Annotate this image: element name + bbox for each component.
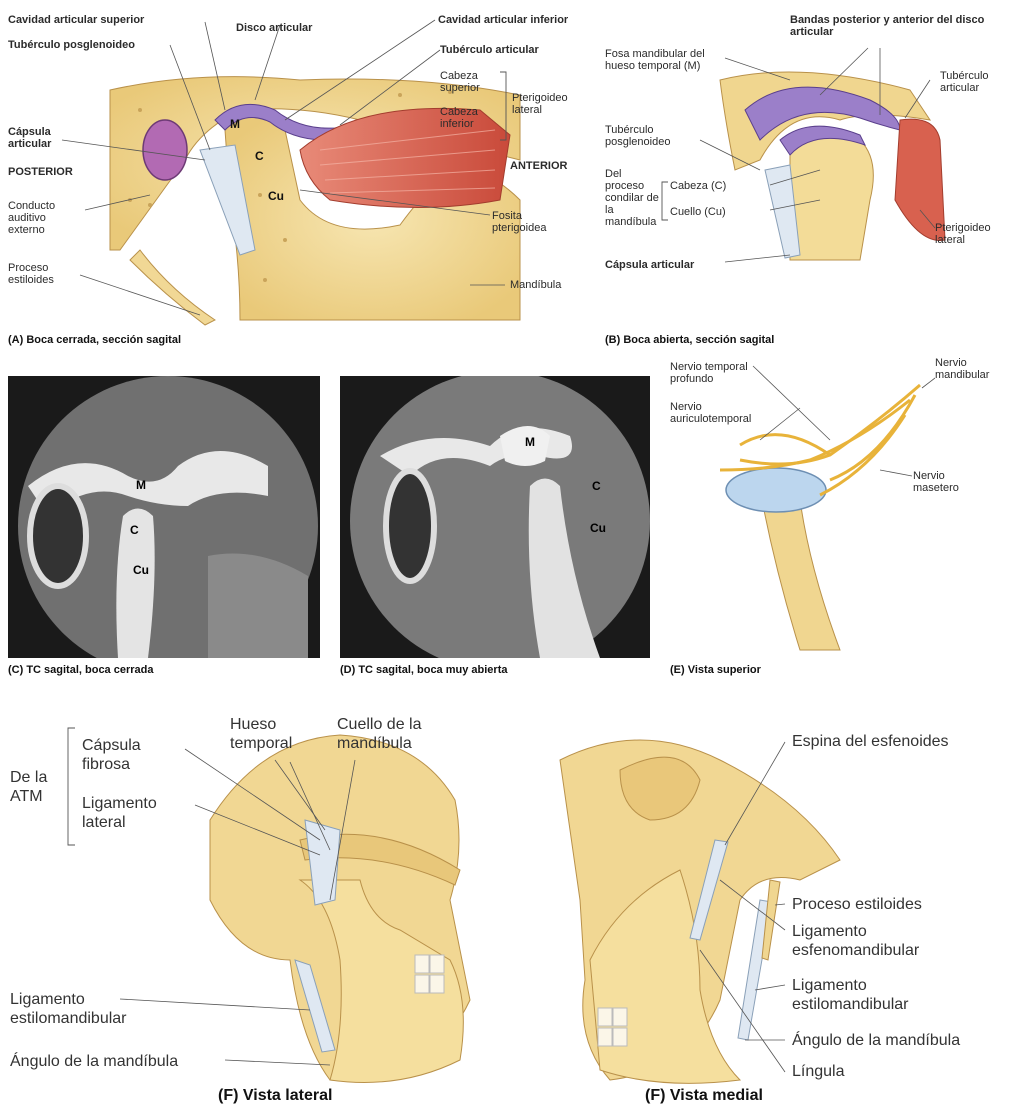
label-lingula: Língula: [792, 1062, 845, 1081]
label-ligamento-esfenomandibular: Ligamento esfenomandibular: [792, 922, 982, 960]
label-espina-esfenoides: Espina del esfenoides: [792, 732, 949, 751]
caption-f-medial: (F) Vista medial: [645, 1090, 763, 1102]
label-angulo-mandibula-f2: Ángulo de la mandíbula: [792, 1031, 960, 1050]
label-ligamento-estilomandibular-f2: Ligamento estilomandibular: [792, 976, 982, 1014]
label-proceso-estiloides-f2: Proceso estiloides: [792, 895, 922, 914]
